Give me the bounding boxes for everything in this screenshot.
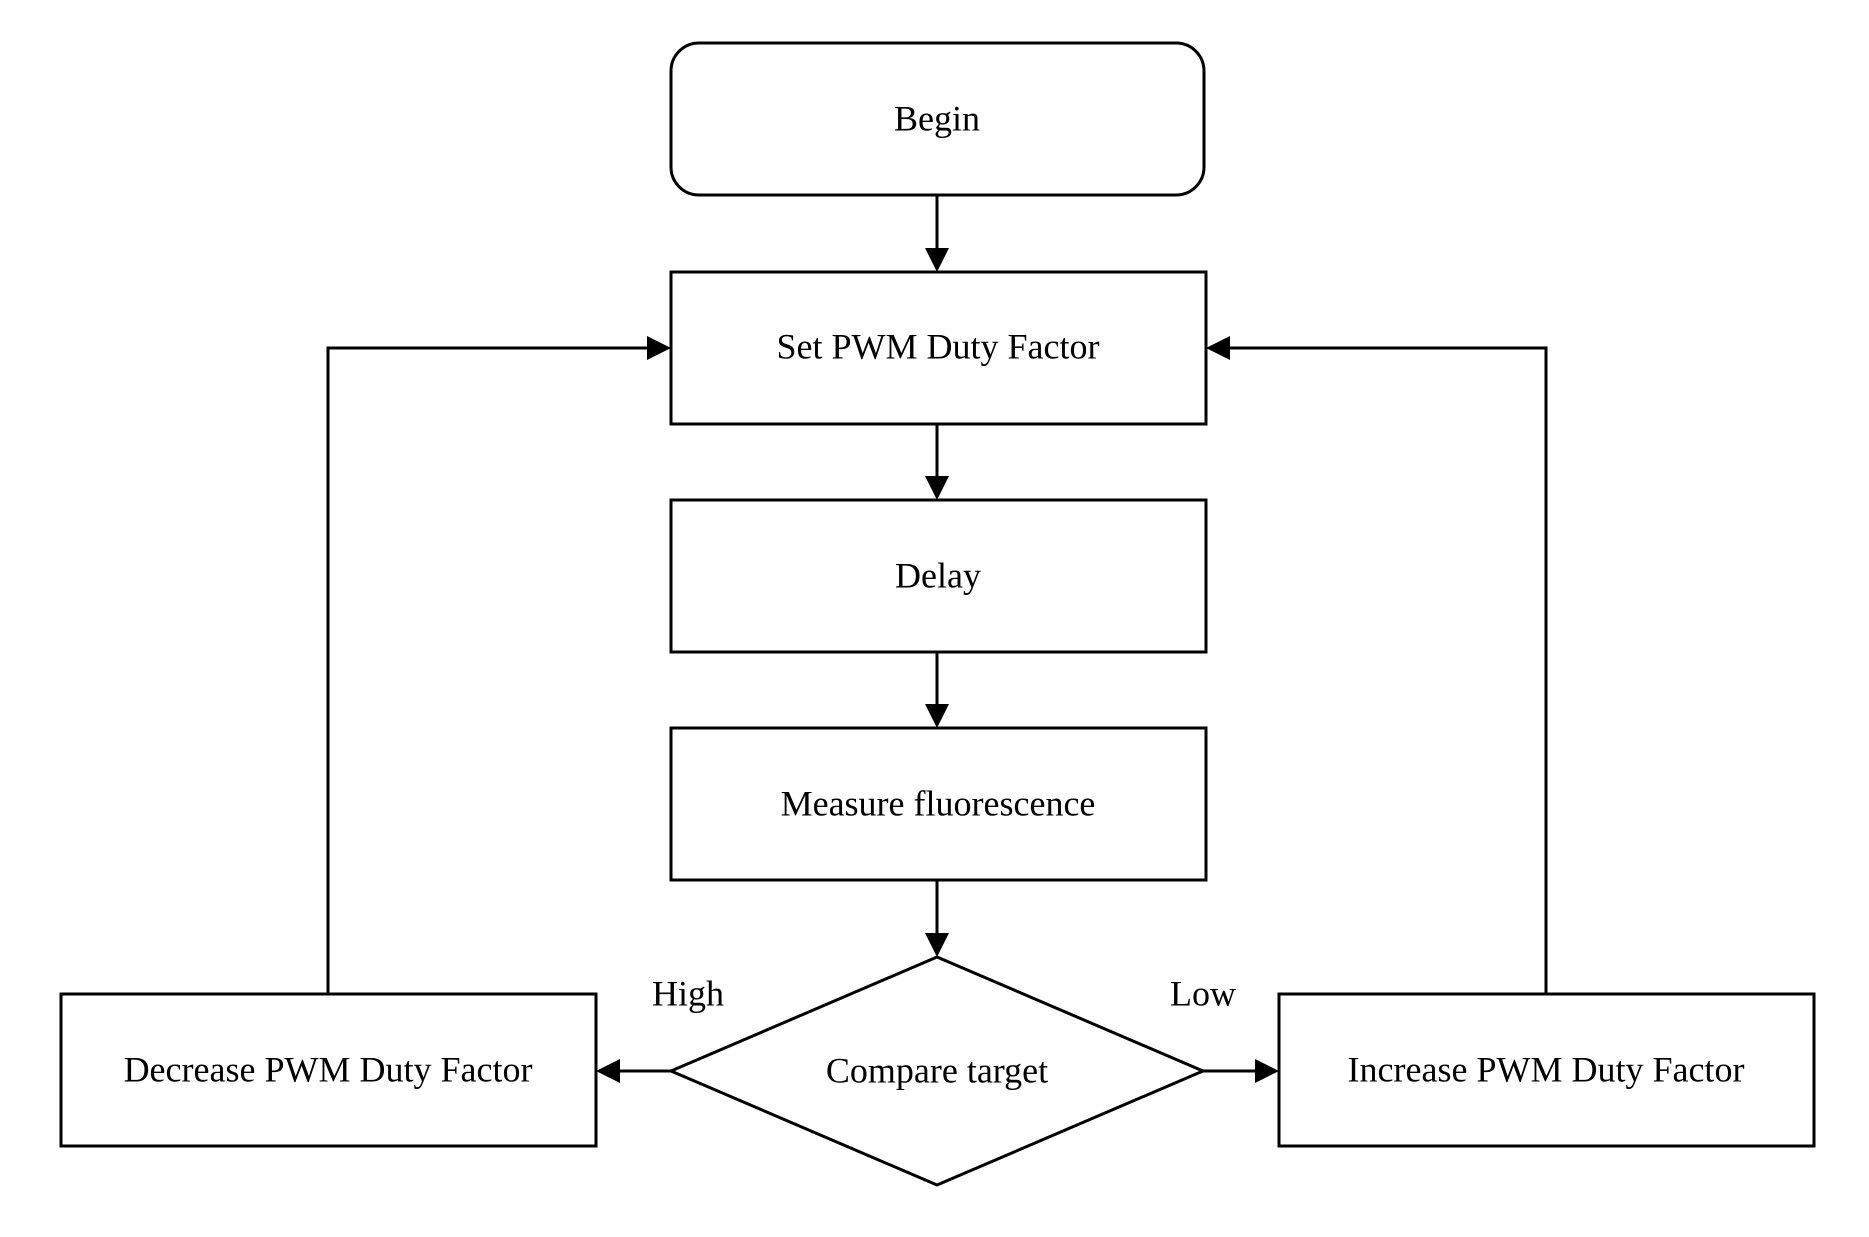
loop-decrease-to-set <box>326 336 671 994</box>
measure-node: Measure fluorescence <box>669 726 1208 882</box>
increase-label: Increase PWM Duty Factor <box>1348 1049 1745 1089</box>
measure-label: Measure fluorescence <box>781 783 1096 823</box>
decrease-node: Decrease PWM Duty Factor <box>59 992 598 1148</box>
set-pwm-node: Set PWM Duty Factor <box>669 270 1208 426</box>
low-branch-label: Low <box>1170 973 1236 1013</box>
begin-label: Begin <box>894 98 980 138</box>
arrow-delay-to-measure <box>925 652 949 728</box>
compare-decision-node: Compare target <box>667 955 1207 1187</box>
delay-node: Delay <box>669 498 1208 654</box>
set-pwm-label: Set PWM Duty Factor <box>777 326 1100 366</box>
loop-increase-to-set <box>1206 336 1548 994</box>
increase-node: Increase PWM Duty Factor <box>1277 992 1816 1148</box>
arrow-compare-to-increase <box>1203 1059 1279 1083</box>
decrease-label: Decrease PWM Duty Factor <box>124 1049 533 1089</box>
high-branch-label: High <box>652 973 724 1013</box>
arrow-set-to-delay <box>925 424 949 500</box>
arrow-compare-to-decrease <box>596 1059 671 1083</box>
begin-node: Begin <box>669 41 1206 197</box>
delay-label: Delay <box>895 555 981 595</box>
compare-label: Compare target <box>826 1050 1048 1090</box>
arrow-measure-to-compare <box>925 880 949 957</box>
arrow-begin-to-set <box>925 195 949 272</box>
